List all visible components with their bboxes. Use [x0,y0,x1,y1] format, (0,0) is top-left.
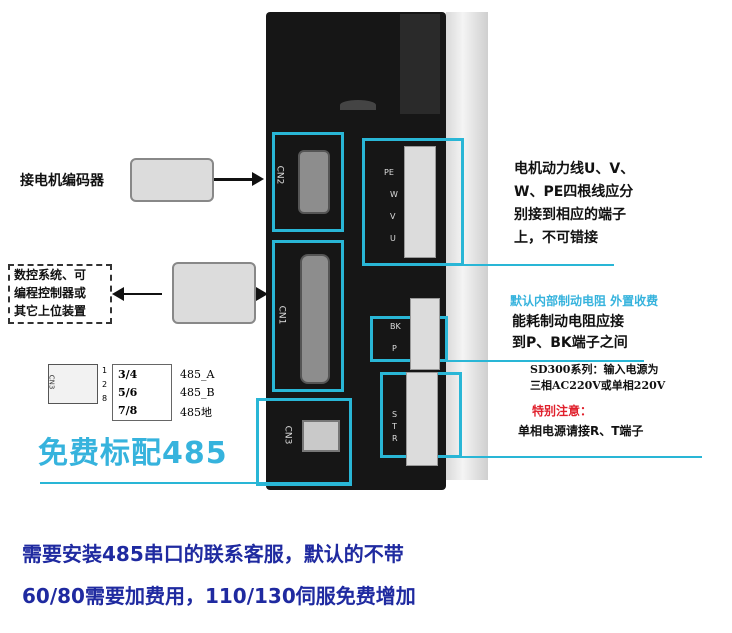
cn3-highlight [256,398,352,486]
cn1-label: CN1 [276,305,287,325]
r-label: R [392,434,398,443]
w-label: W [390,190,398,199]
brake-terminal-block [410,298,440,370]
pin-number-8: 8 [102,394,108,403]
internal-resistor-label: 默认内部制动电阻 外置收费 [510,294,659,308]
encoder-arrow [214,178,254,181]
free-485-label: 免费标配485 [38,436,228,471]
line-brake [448,360,644,362]
cn2-label: CN2 [274,165,285,185]
pe-label: PE [384,168,394,177]
control-system-label: 数控系统、可 编程控制器或 其它上位装置 [14,268,87,318]
cn1-port [300,254,330,384]
pin-row-3-pins: 7/8 [118,404,138,417]
pin-table [112,364,172,421]
sd300-label: SD300系列：输入电源为 三相AC220V或单相220V [530,363,666,392]
bottom-note-1: 需要安装485串口的联系客服，默认的不带 [22,542,404,566]
pin-row-1-signal: 485_A [180,368,215,381]
line-input [462,456,702,458]
device-top-panel [400,14,440,114]
p-label: P [392,344,397,353]
device-cutout [340,100,376,110]
cn2-port [298,150,330,214]
cn3-port [302,420,340,452]
u-label: U [390,234,396,243]
brake-terminal-highlight [370,316,448,362]
single-phase-label: 单相电源请接R、T端子 [518,424,644,438]
bk-label: BK [390,322,401,331]
motor-power-label: 电机动力线U、V、 W、PE四根线应分 别接到相应的端子 上，不可错接 [514,161,635,246]
line-power [464,264,614,266]
cn3-label: CN3 [282,425,293,445]
pin-row-1-pins: 3/4 [118,368,138,381]
encoder-arrow-head [252,172,264,186]
t-label: T [392,422,397,431]
control-arrow-head-right [256,287,268,301]
power-terminal-block [404,146,436,258]
cn1-highlight [272,240,344,392]
bottom-note-2: 60/80需要加费用，110/130伺服免费增加 [22,584,416,608]
pin-row-3-signal: 485地 [180,406,212,419]
power-terminal-highlight [362,138,464,266]
control-system-box [8,264,112,324]
rj45-diagram [48,364,98,404]
input-terminal-block [406,372,438,466]
encoder-cable [130,158,214,202]
s-label: S [392,410,398,419]
heat-sink [446,12,488,480]
control-cable [172,262,256,324]
line-free485 [40,482,352,484]
pin-number-1: 1 [102,366,108,375]
pin-row-2-pins: 5/6 [118,386,138,399]
pin-row-2-signal: 485_B [180,386,215,399]
energy-resistor-label: 能耗制动电阻应接 到P、BK端子之间 [512,314,628,351]
encoder-label: 接电机编码器 [20,173,104,189]
pin-number-2: 2 [102,380,108,389]
v-label: V [390,212,396,221]
cn2-highlight [272,132,344,232]
special-note-label: 特别注意： [532,404,593,418]
control-arrow-head-left [112,287,124,301]
control-arrow [122,293,162,295]
rj45-cn-label: CN3 [47,374,56,390]
